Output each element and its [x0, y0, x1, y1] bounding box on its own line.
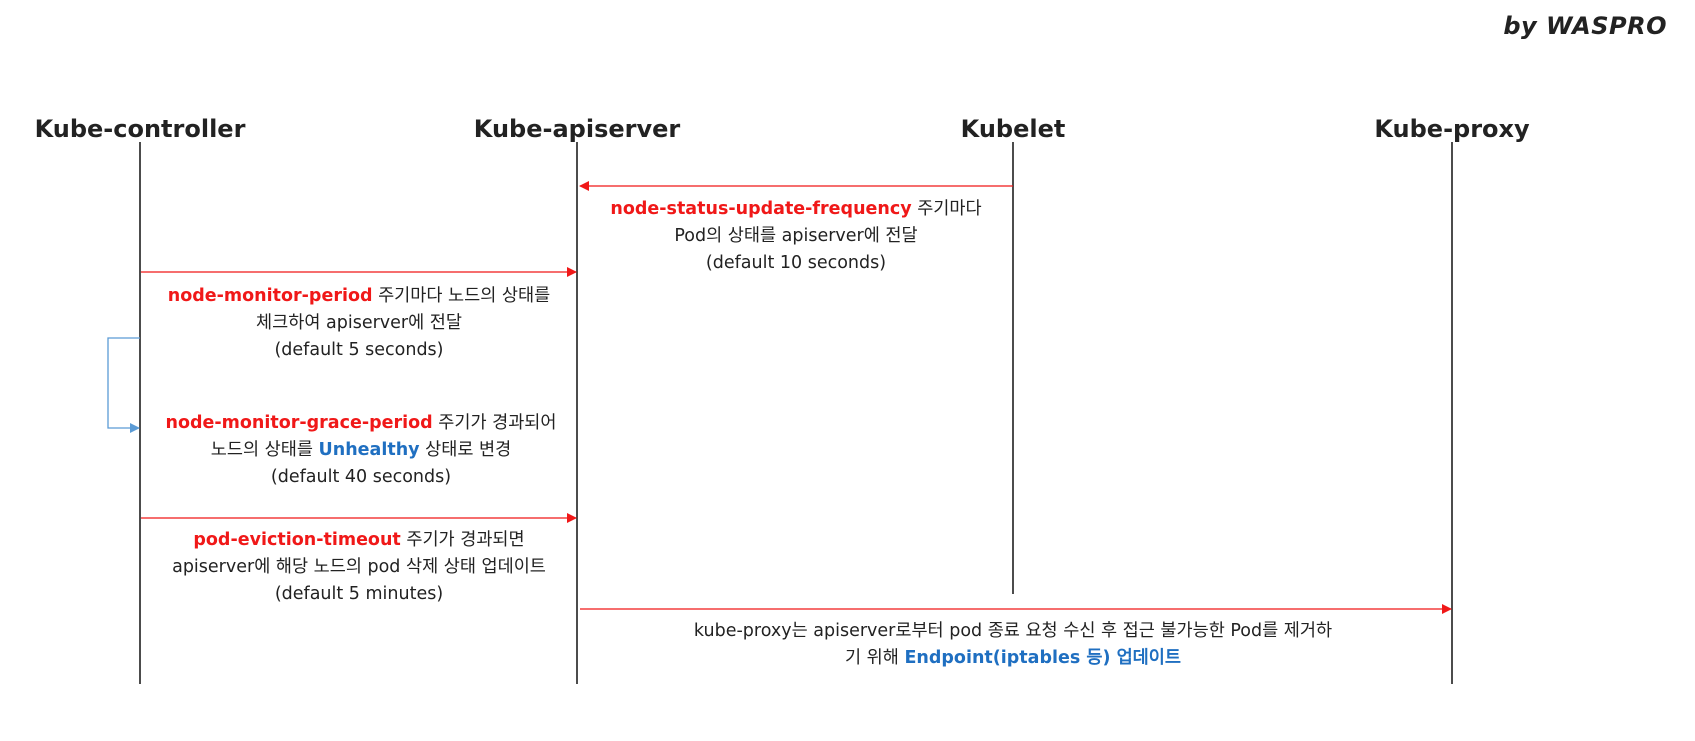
- status-unhealthy: Unhealthy: [318, 440, 420, 460]
- actor-kube-proxy: Kube-proxy: [1374, 115, 1530, 143]
- note-text: 기 위해: [845, 648, 905, 668]
- note-kubelet-update: node-status-update-frequency 주기마다 Pod의 상…: [610, 196, 981, 277]
- note-grace-period: node-monitor-grace-period 주기가 경과되어 노드의 상…: [165, 410, 556, 491]
- note-text: 주기마다: [911, 199, 982, 219]
- note-text: 주기마다 노드의 상태를: [372, 286, 551, 306]
- param-pod-eviction-timeout: pod-eviction-timeout: [193, 530, 401, 550]
- note-text: 주기가 경과되어: [432, 413, 557, 433]
- endpoint-update-highlight: Endpoint(iptables 등) 업데이트: [904, 648, 1181, 668]
- actor-kube-apiserver: Kube-apiserver: [473, 115, 681, 143]
- note-default: (default 5 seconds): [274, 340, 444, 360]
- note-text: 노드의 상태를: [210, 440, 319, 460]
- note-text: 상태로 변경: [419, 440, 512, 460]
- arrow-controller-self-loop: [107, 337, 140, 433]
- note-text: Pod의 상태를 apiserver에 전달: [674, 226, 918, 246]
- note-text: 체크하여 apiserver에 전달: [256, 313, 462, 333]
- param-node-monitor-grace-period: node-monitor-grace-period: [165, 413, 433, 433]
- actor-kubelet: Kubelet: [960, 115, 1066, 143]
- actor-kube-controller: Kube-controller: [34, 115, 246, 143]
- credit-label: by WASPRO: [1503, 12, 1667, 40]
- note-default: (default 5 minutes): [274, 584, 444, 604]
- note-text: 주기가 경과되면: [400, 530, 525, 550]
- note-node-monitor: node-monitor-period 주기마다 노드의 상태를 체크하여 ap…: [168, 283, 550, 364]
- note-default: (default 10 seconds): [705, 253, 887, 273]
- note-text: apiserver에 해당 노드의 pod 삭제 상태 업데이트: [172, 557, 546, 577]
- note-kube-proxy: kube-proxy는 apiserver로부터 pod 종료 요청 수신 후 …: [694, 618, 1332, 672]
- note-default: (default 40 seconds): [270, 467, 452, 487]
- note-eviction: pod-eviction-timeout 주기가 경과되면 apiserver에…: [172, 527, 546, 608]
- note-text: kube-proxy는 apiserver로부터 pod 종료 요청 수신 후 …: [693, 621, 1333, 641]
- param-node-monitor-period: node-monitor-period: [167, 286, 373, 306]
- param-node-status-update-frequency: node-status-update-frequency: [610, 199, 912, 219]
